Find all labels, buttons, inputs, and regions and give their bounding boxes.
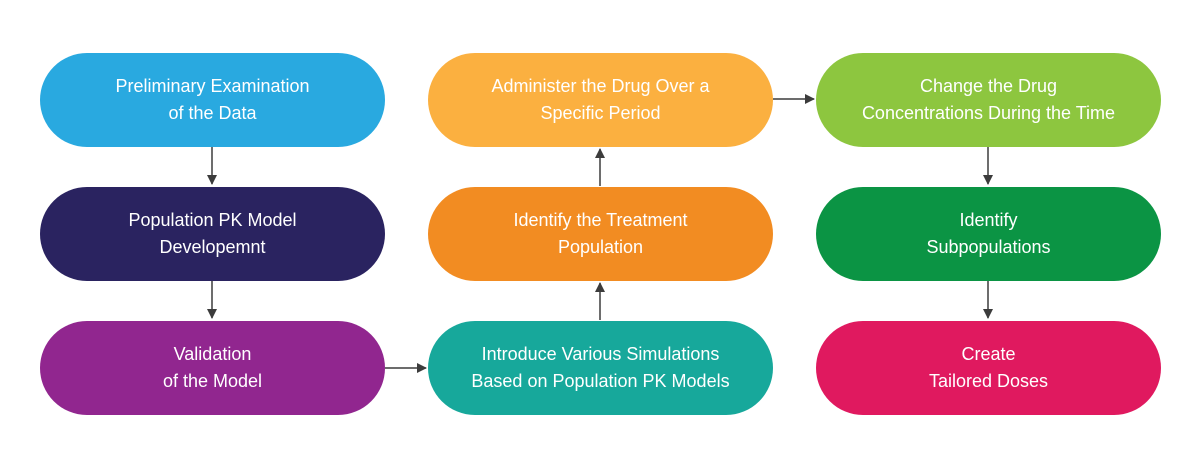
introduce-simulations-label: Introduce Various Simulations Based on P… [471,344,730,391]
create-tailored-doses-label: Create Tailored Doses [928,344,1049,391]
administer-drug-node: Administer the Drug Over a Specific Peri… [428,53,773,147]
preliminary-examination-label: Preliminary Examination of the Data [115,76,310,123]
identify-subpopulations-label: Identify Subpopulations [926,210,1051,257]
identify-treatment-population-label: Identify the Treatment Population [513,210,688,257]
validation-node: Validation of the Model [40,321,385,415]
identify-treatment-population-node: Identify the Treatment Population [428,187,773,281]
validation-label: Validation of the Model [162,344,263,391]
change-concentrations-node: Change the Drug Concentrations During th… [816,53,1161,147]
preliminary-examination-node: Preliminary Examination of the Data [40,53,385,147]
identify-subpopulations-node: Identify Subpopulations [816,187,1161,281]
administer-drug-label: Administer the Drug Over a Specific Peri… [491,76,710,123]
population-pk-model-node: Population PK Model Developemnt [40,187,385,281]
create-tailored-doses-node: Create Tailored Doses [816,321,1161,415]
population-pk-model-label: Population PK Model Developemnt [128,210,297,257]
introduce-simulations-node: Introduce Various Simulations Based on P… [428,321,773,415]
change-concentrations-label: Change the Drug Concentrations During th… [861,76,1116,123]
